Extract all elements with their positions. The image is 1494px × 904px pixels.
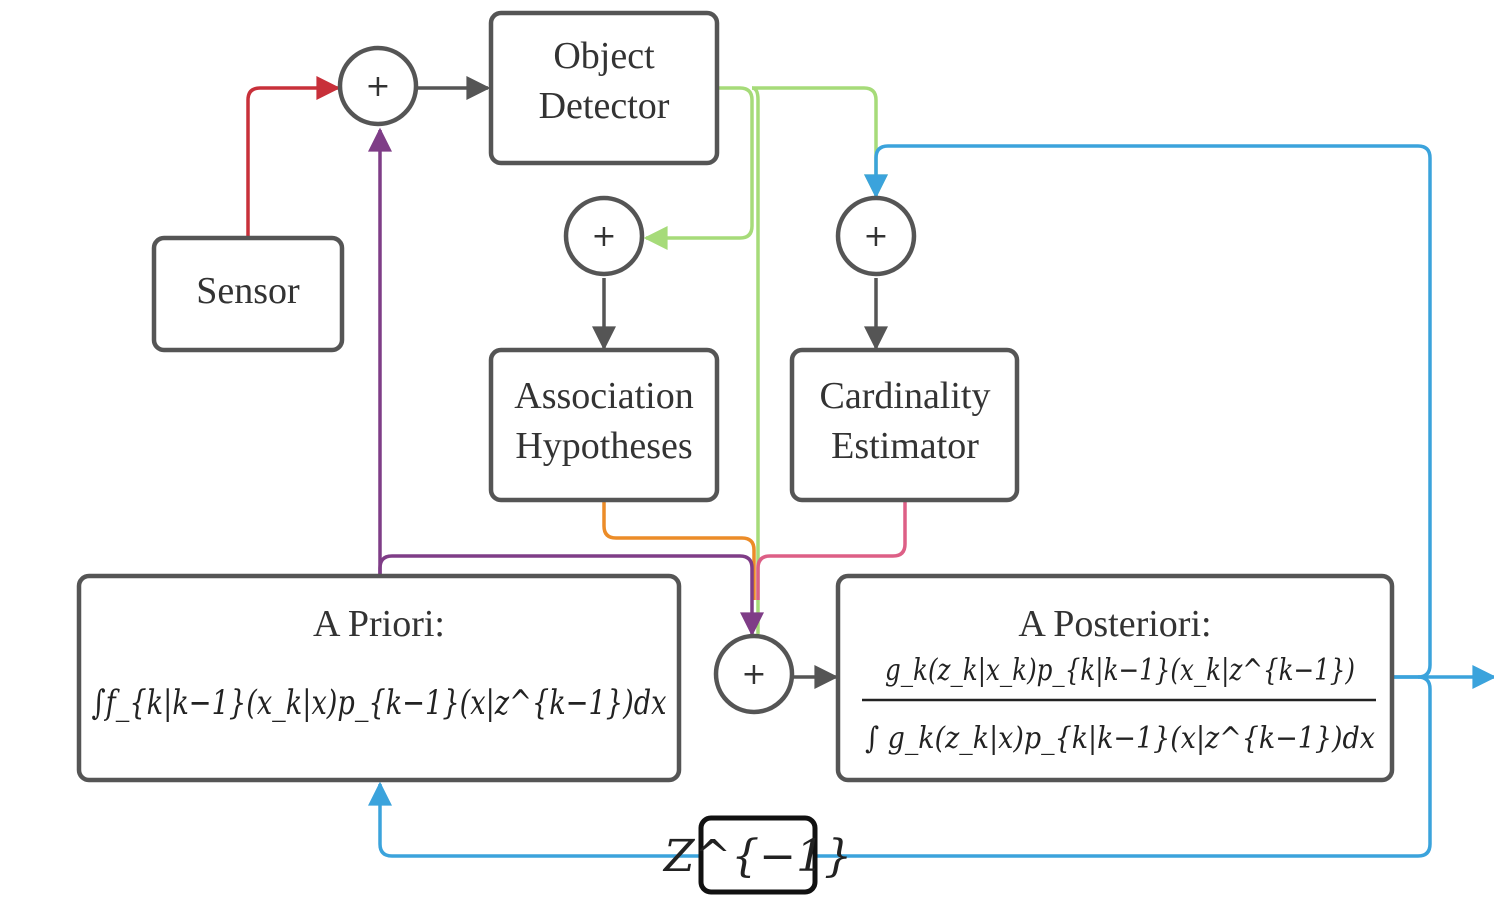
a-posteriori-title: A Posteriori: xyxy=(1018,603,1211,645)
sensor-to-sum-wire xyxy=(246,76,341,236)
association-hypotheses-block: Association Hypotheses xyxy=(488,347,720,503)
sensor-label: Sensor xyxy=(196,270,300,312)
sum-junction-detector: + xyxy=(337,45,419,127)
cardinality-estimator-block: Cardinality Estimator xyxy=(789,347,1020,503)
cardinality-label-line2: Estimator xyxy=(831,425,979,467)
posterior-to-cardinality-sum-wire xyxy=(864,144,1432,679)
sum-junction-association: + xyxy=(563,195,645,277)
a-priori-block: A Priori: ∫f_{k|k−1}(x_k|x)p_{k−1}(x|z^{… xyxy=(76,573,682,783)
object-detector-label-line1: Object xyxy=(553,35,655,77)
plus-symbol: + xyxy=(863,219,888,254)
sum-junction-cardinality: + xyxy=(835,195,917,277)
prior-to-posterior-sum-wire xyxy=(378,554,764,637)
plus-symbol: + xyxy=(365,69,390,104)
cardinality-to-posterior-sum-wire xyxy=(756,502,907,600)
detector-to-association-sum-wire xyxy=(643,86,754,250)
a-posteriori-block: A Posteriori: g_k(z_k|x_k)p_{k|k−1}(x_k|… xyxy=(835,573,1395,783)
cardinality-label-line1: Cardinality xyxy=(820,375,991,417)
posterior-to-delay-wire xyxy=(816,675,1432,858)
delay-label: Z^{−1} xyxy=(662,831,852,882)
plus-symbol: + xyxy=(741,657,766,692)
object-detector-block: Object Detector xyxy=(488,10,720,166)
delay-block: Z^{−1} xyxy=(662,815,852,895)
association-label-line1: Association xyxy=(514,375,693,417)
association-label-line2: Hypotheses xyxy=(515,425,692,467)
object-detector-label-line2: Detector xyxy=(539,85,670,127)
sensor-block: Sensor xyxy=(151,235,345,353)
a-posteriori-numerator: g_k(z_k|x_k)p_{k|k−1}(x_k|z^{k−1}) xyxy=(885,653,1355,688)
detector-to-posterior-sum-wire xyxy=(751,86,760,634)
a-priori-formula: ∫f_{k|k−1}(x_k|x)p_{k−1}(x|z^{k−1})dx xyxy=(92,683,667,723)
sum-junction-posterior: + xyxy=(713,633,795,715)
delay-to-prior-wire xyxy=(368,781,700,858)
plus-symbol: + xyxy=(591,219,616,254)
a-priori-title: A Priori: xyxy=(313,603,445,645)
detector-to-cardinality-sum-wire xyxy=(752,86,888,199)
association-to-posterior-sum-wire xyxy=(602,502,756,600)
a-posteriori-denominator: ∫ g_k(z_k|x)p_{k|k−1}(x|z^{k−1})dx xyxy=(865,721,1375,756)
